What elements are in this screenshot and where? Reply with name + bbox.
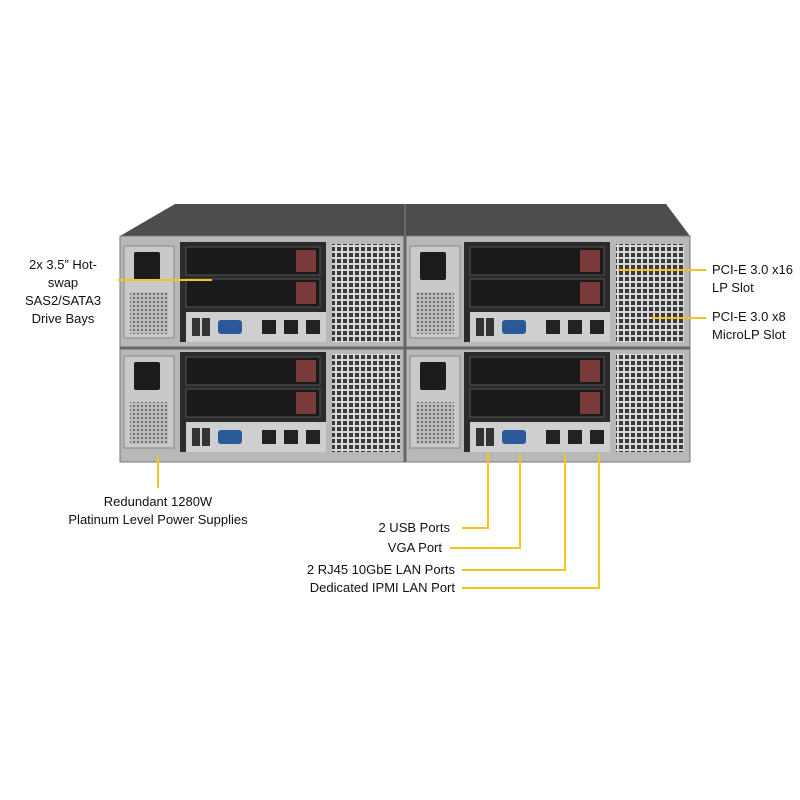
lan-port-icon: [284, 320, 298, 334]
node-top-right: [409, 242, 684, 342]
vga-port-leader: [450, 454, 521, 549]
drive-handle: [296, 360, 316, 382]
lan-ports-leader: [462, 454, 566, 571]
node-top-left: [123, 242, 400, 342]
power-inlet-icon: [134, 252, 160, 280]
lan-port-icon: [546, 320, 560, 334]
drive-handle: [580, 360, 600, 382]
vga-port-icon: [502, 320, 526, 334]
usb-port-icon: [486, 428, 494, 446]
drive-bays-label: 2x 3.5” Hot- swap SAS2/SATA3 Drive Bays: [10, 256, 116, 328]
lan-port-icon: [546, 430, 560, 444]
pcie-x16-label: PCI-E 3.0 x16 LP Slot: [712, 261, 793, 297]
node-bottom-right: [409, 352, 684, 452]
pcie-x16-label-line: LP Slot: [712, 280, 754, 295]
vga-port-icon: [218, 320, 242, 334]
usb-port-icon: [192, 428, 200, 446]
drive-handle: [580, 282, 600, 304]
usb-port-icon: [476, 428, 484, 446]
ipmi-port-label: Dedicated IPMI LAN Port: [309, 580, 455, 595]
fan-grille: [332, 244, 400, 342]
drive-handle: [580, 250, 600, 272]
pcie-x8-label-line: MicroLP Slot: [712, 327, 786, 342]
vga-port-label: VGA Port: [387, 540, 442, 555]
drive-bays-label-line: 2x 3.5” Hot-: [29, 257, 97, 272]
pcie-x8-label-line: PCI-E 3.0 x8: [712, 309, 786, 324]
drive-handle: [296, 250, 316, 272]
lan-port-icon: [568, 430, 582, 444]
usb-port-icon: [202, 318, 210, 336]
drive-handle: [580, 392, 600, 414]
pcie-x8-label: PCI-E 3.0 x8 MicroLP Slot: [712, 308, 786, 344]
power-supplies-label-line: Platinum Level Power Supplies: [68, 512, 248, 527]
lan-port-icon: [306, 430, 320, 444]
power-inlet-icon: [420, 362, 446, 390]
ipmi-port-leader: [462, 454, 600, 589]
usb-port-icon: [486, 318, 494, 336]
fan-grille: [616, 244, 684, 342]
lan-port-icon: [568, 320, 582, 334]
drive-handle: [296, 282, 316, 304]
drive-bays-label-line: Drive Bays: [31, 311, 95, 326]
vga-port-icon: [502, 430, 526, 444]
power-inlet-icon: [420, 252, 446, 280]
usb-port-icon: [476, 318, 484, 336]
lan-port-icon: [306, 320, 320, 334]
lan-port-icon: [262, 320, 276, 334]
node-bottom-left: [123, 352, 400, 452]
lan-ports-label: 2 RJ45 10GbE LAN Ports: [306, 562, 455, 577]
fan-grille: [616, 354, 684, 452]
drive-bays-label-line: SAS2/SATA3: [24, 293, 102, 308]
usb-ports-leader: [462, 452, 489, 529]
usb-port-icon: [192, 318, 200, 336]
vga-port-icon: [218, 430, 242, 444]
lan-port-icon: [590, 320, 604, 334]
drive-handle: [296, 392, 316, 414]
usb-ports-label: 2 USB Ports: [378, 520, 450, 535]
lan-port-icon: [262, 430, 276, 444]
lan-port-icon: [590, 430, 604, 444]
lan-port-icon: [284, 430, 298, 444]
callout-lines: [118, 269, 706, 589]
pcie-x16-label-line: PCI-E 3.0 x16: [712, 262, 793, 277]
power-supplies-label: Redundant 1280W Platinum Level Power Sup…: [40, 493, 276, 529]
power-inlet-icon: [134, 362, 160, 390]
fan-grille: [332, 354, 400, 452]
drive-bays-label-line: swap: [47, 275, 79, 290]
usb-port-icon: [202, 428, 210, 446]
power-supplies-label-line: Redundant 1280W: [103, 494, 213, 509]
